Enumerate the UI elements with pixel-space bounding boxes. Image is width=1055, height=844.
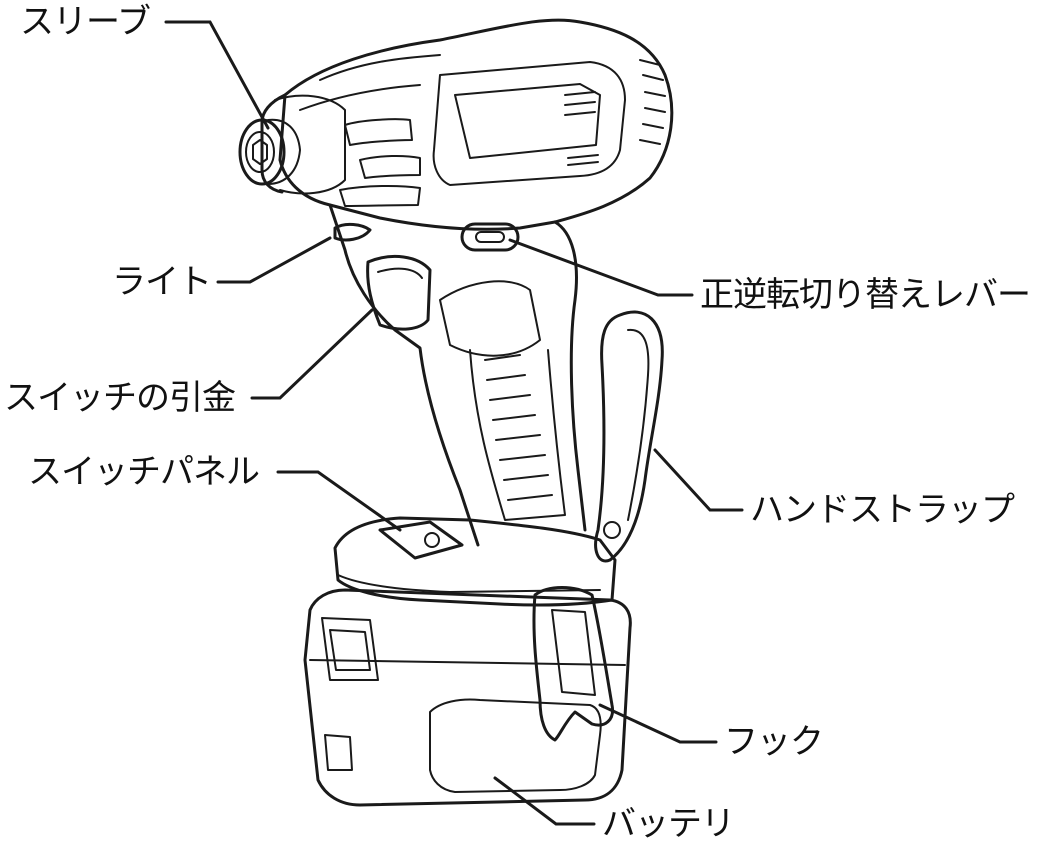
tool-head <box>260 18 674 231</box>
label-sleeve: スリーブ <box>20 2 151 42</box>
label-light: ライト <box>112 262 212 302</box>
label-battery: バッテリ <box>602 804 735 844</box>
label-reverse-lever: 正逆転切り替えレバー <box>700 275 1031 315</box>
hand-strap <box>594 310 664 563</box>
handle-grip <box>328 203 587 547</box>
leader-lines <box>164 20 744 826</box>
label-trigger: スイッチの引金 <box>4 378 236 418</box>
leader-switch-panel <box>276 470 402 532</box>
label-hand-strap: ハンドストラップ <box>750 490 1015 530</box>
sleeve-chuck <box>238 118 301 186</box>
leader-light <box>216 236 332 284</box>
leader-reverse-lever <box>508 238 694 297</box>
leader-battery <box>493 776 596 826</box>
battery-pack <box>303 588 632 807</box>
switch-trigger <box>366 255 432 331</box>
belt-hook <box>532 586 615 742</box>
label-switch-panel: スイッチパネル <box>28 452 260 492</box>
reverse-lever <box>460 222 520 252</box>
leader-sleeve <box>164 20 270 130</box>
leader-hook <box>598 703 718 744</box>
switch-panel-base <box>333 516 617 607</box>
label-hook: フック <box>724 722 824 762</box>
leader-trigger <box>250 308 374 400</box>
leader-hand-strap <box>653 448 744 512</box>
